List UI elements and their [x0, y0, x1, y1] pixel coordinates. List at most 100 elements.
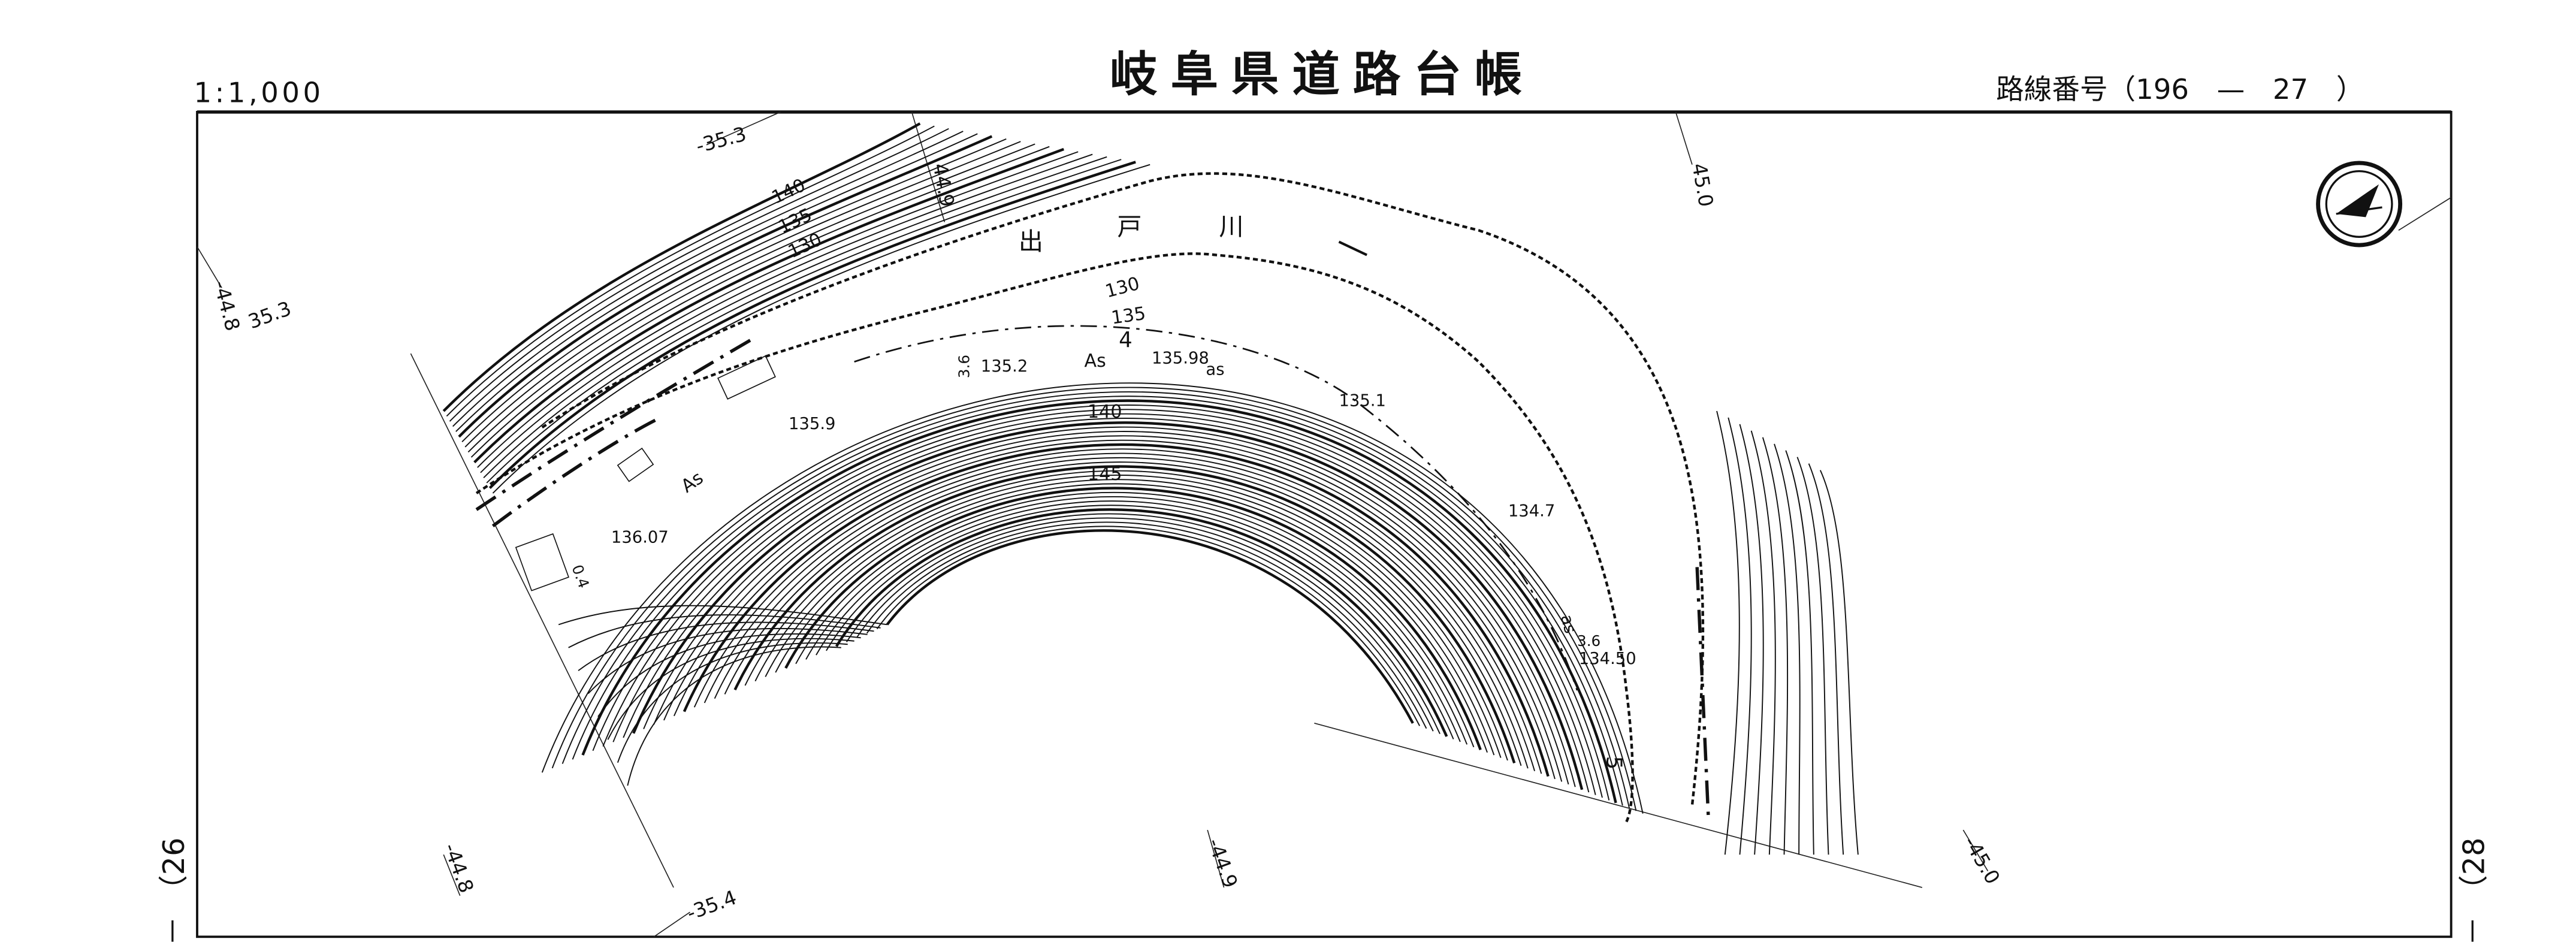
contour-line — [1728, 417, 1752, 855]
contour-line — [449, 128, 949, 422]
pavement-label: As — [678, 467, 708, 497]
grid-label-top-a: -35.3 — [693, 122, 748, 158]
contour-line — [572, 395, 1623, 806]
contour-label-130: 130 — [1103, 273, 1142, 303]
contour-line — [464, 141, 1021, 448]
contour-line — [876, 526, 1421, 726]
grid-label-bottom-b: -35.4 — [684, 886, 739, 925]
contour-line — [632, 421, 1584, 790]
contour-line — [480, 153, 1093, 473]
contour-line — [587, 627, 868, 695]
station-number: 5 — [1601, 756, 1626, 770]
contour-line — [551, 387, 1637, 811]
contour-line — [581, 399, 1617, 804]
contour-line — [1762, 437, 1789, 855]
contour-lines — [442, 122, 1859, 855]
width-dimension: 3.6 — [1577, 632, 1600, 650]
river-name-char-2: 戸 — [1117, 213, 1141, 241]
contour-line — [558, 605, 887, 626]
grid-label-left-a: -44.8 — [209, 278, 245, 333]
contour-line — [1819, 470, 1859, 855]
contour-line — [578, 621, 874, 671]
contour-line — [724, 461, 1522, 766]
contour-line — [452, 131, 964, 427]
contour-line — [784, 487, 1482, 750]
spot-height: 134.7 — [1508, 502, 1555, 520]
contour-line — [835, 508, 1448, 737]
contour-line — [653, 431, 1569, 785]
contour-line — [492, 164, 1150, 494]
contour-line — [805, 496, 1468, 745]
station-number: 4 — [1119, 328, 1133, 352]
sheet-cut-lines — [410, 353, 1923, 888]
contour-line — [703, 452, 1535, 771]
scale-label: 1:1,000 — [194, 76, 324, 108]
contour-line — [682, 443, 1550, 777]
north-arrow-icon — [2316, 161, 2403, 247]
contour-line — [714, 457, 1529, 769]
spot-height: 134.50 — [1579, 650, 1636, 668]
contour-line — [470, 146, 1050, 458]
contour-line — [674, 439, 1556, 780]
contour-line — [816, 500, 1461, 742]
contour-line — [612, 413, 1596, 795]
contour-line — [561, 391, 1630, 808]
contour-line — [1750, 430, 1776, 855]
pavement-label: as — [1206, 361, 1224, 379]
adjacent-sheet-right[interactable]: （28 — [2456, 838, 2491, 905]
width-dimension: 3.6 — [956, 355, 973, 378]
contour-line — [602, 409, 1603, 798]
spot-height: 135.2 — [981, 357, 1028, 376]
grid-label-bottom-a: -44.8 — [439, 840, 479, 896]
contour-line — [765, 479, 1495, 756]
spot-height: 135.9 — [789, 415, 835, 433]
contour-line — [826, 505, 1454, 739]
river-banks — [475, 172, 1705, 823]
grid-label-top-c: 45.0 — [1687, 161, 1718, 209]
contour-line — [1796, 457, 1829, 855]
spot-height: 135.98 — [1152, 349, 1209, 367]
contour-line — [442, 122, 921, 412]
width-dimension: 0.4 — [568, 563, 593, 591]
river-name-char-1: 出 — [1019, 227, 1043, 256]
contour-line — [483, 156, 1107, 478]
contour-line — [477, 151, 1079, 468]
contour-line — [1808, 463, 1844, 855]
contour-line — [733, 465, 1516, 764]
contour-line — [623, 418, 1590, 793]
river-flow-arrow-icon — [1338, 240, 1367, 256]
adjacent-sheet-left[interactable]: （26 — [156, 838, 191, 905]
contour-line — [458, 135, 993, 438]
contour-line — [617, 642, 848, 763]
contour-label-140: 140 — [1088, 401, 1122, 422]
contour-line — [754, 474, 1502, 758]
contour-line — [1774, 443, 1801, 855]
contour-line — [592, 404, 1610, 801]
contour-line — [856, 517, 1434, 732]
river-name-char-3: 川 — [1219, 213, 1243, 241]
pavement-label: as — [1557, 612, 1580, 635]
pavement-label: As — [1085, 351, 1106, 372]
contour-line — [467, 143, 1035, 453]
spot-height: 135.1 — [1339, 392, 1385, 410]
spot-height: 136.07 — [611, 528, 669, 547]
contour-line — [627, 646, 841, 786]
contour-line — [744, 470, 1508, 761]
grid-label-bottom-d: -45.0 — [1959, 832, 2004, 888]
contour-label-145: 145 — [1088, 464, 1122, 485]
contour-line — [795, 491, 1475, 748]
contour-line — [663, 435, 1563, 782]
contour-line — [541, 382, 1644, 814]
route-number: 路線番号（196 — 27 ） — [1996, 73, 2364, 105]
contour-line — [455, 133, 978, 432]
contour-line — [775, 483, 1488, 753]
contour-line — [461, 138, 1007, 443]
contour-line — [488, 161, 1136, 489]
road-centerlines — [475, 325, 1711, 822]
contour-line — [1716, 410, 1740, 855]
contour-line — [486, 159, 1122, 484]
contour-line — [1739, 424, 1764, 855]
grid-label-bottom-c: -44.9 — [1203, 835, 1243, 891]
contour-line — [597, 633, 861, 717]
